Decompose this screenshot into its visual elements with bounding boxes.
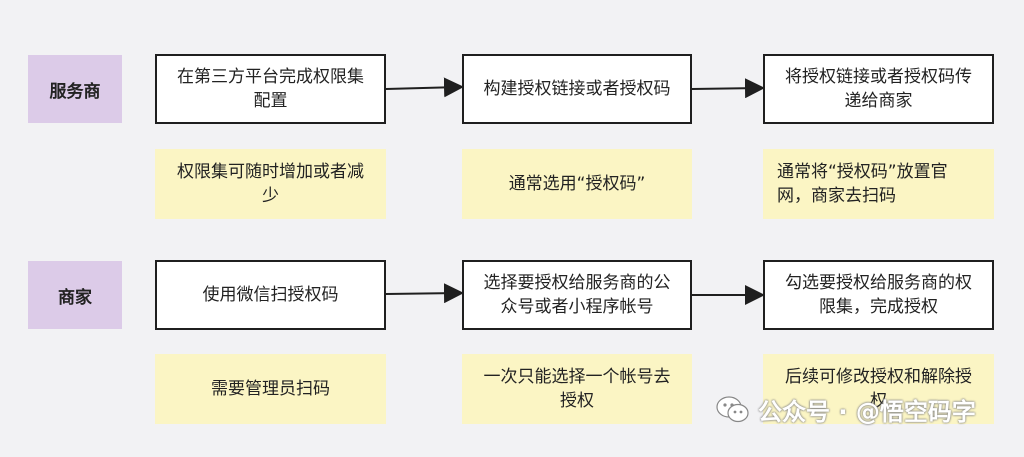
note-merchant-revoke: 后续可修改授权和解除授权 (763, 354, 994, 424)
row-label-merchant: 商家 (28, 261, 122, 329)
arrow-row2-1 (385, 283, 464, 304)
step-merchant-scan: 使用微信扫授权码 (155, 260, 386, 330)
note-provider-website: 通常将“授权码”放置官网，商家去扫码 (763, 149, 994, 219)
wechat-icon (716, 395, 750, 424)
step-merchant-authorize: 勾选要授权给服务商的权限集，完成授权 (763, 260, 994, 330)
step-provider-send: 将授权链接或者授权码传递给商家 (763, 54, 994, 124)
step-provider-build-link: 构建授权链接或者授权码 (462, 54, 692, 124)
note-merchant-one-account: 一次只能选择一个帐号去授权 (462, 354, 692, 424)
note-provider-permission: 权限集可随时增加或者减少 (155, 149, 386, 219)
watermark: 公众号 · @悟空码字 (716, 392, 976, 427)
step-merchant-select-account: 选择要授权给服务商的公众号或者小程序帐号 (462, 260, 692, 330)
note-provider-qr: 通常选用“授权码” (462, 149, 692, 219)
row-label-service-provider: 服务商 (28, 55, 122, 123)
step-provider-configure: 在第三方平台完成权限集配置 (155, 54, 386, 124)
arrow-row1-2 (691, 78, 765, 99)
note-merchant-admin: 需要管理员扫码 (155, 354, 386, 424)
arrow-row1-1 (385, 77, 464, 98)
watermark-text: 公众号 · @悟空码字 (758, 398, 976, 426)
